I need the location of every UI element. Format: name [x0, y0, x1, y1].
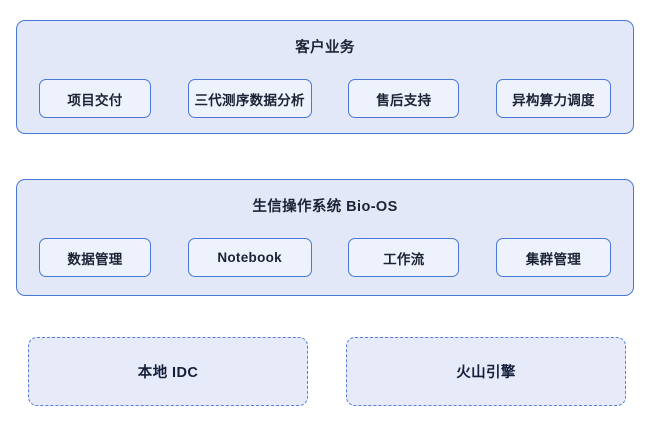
layer-business-item-heterogeneous-compute-scheduling[interactable]: 异构算力调度 [495, 79, 611, 118]
layer-business-item-row: 项目交付 三代测序数据分析 售后支持 异构算力调度 [39, 79, 611, 118]
layer-business-item-sequencing-analysis[interactable]: 三代测序数据分析 [187, 79, 312, 118]
layer-title-bioos: 生信操作系统 Bio-OS [252, 199, 398, 215]
layer-title-business: 客户业务 [295, 40, 355, 56]
layer-bioos-item-cluster-management[interactable]: 集群管理 [495, 238, 611, 277]
layer-bioos-item-data-management[interactable]: 数据管理 [39, 238, 151, 277]
foundation-layer-row: 本地 IDC 火山引擎 [28, 337, 626, 406]
foundation-box-local-idc[interactable]: 本地 IDC [28, 337, 308, 406]
layer-bioos-item-notebook[interactable]: Notebook [187, 238, 312, 277]
layer-business-item-after-sales-support[interactable]: 售后支持 [348, 79, 460, 118]
foundation-box-volcano-engine[interactable]: 火山引擎 [346, 337, 626, 406]
layer-bioos-item-workflow[interactable]: 工作流 [348, 238, 460, 277]
layer-bioos-item-row: 数据管理 Notebook 工作流 集群管理 [39, 238, 611, 277]
layer-card-bioos: 生信操作系统 Bio-OS 数据管理 Notebook 工作流 集群管理 [16, 179, 634, 296]
layer-card-business: 客户业务 项目交付 三代测序数据分析 售后支持 异构算力调度 [16, 20, 634, 134]
layer-business-item-project-delivery[interactable]: 项目交付 [39, 79, 151, 118]
